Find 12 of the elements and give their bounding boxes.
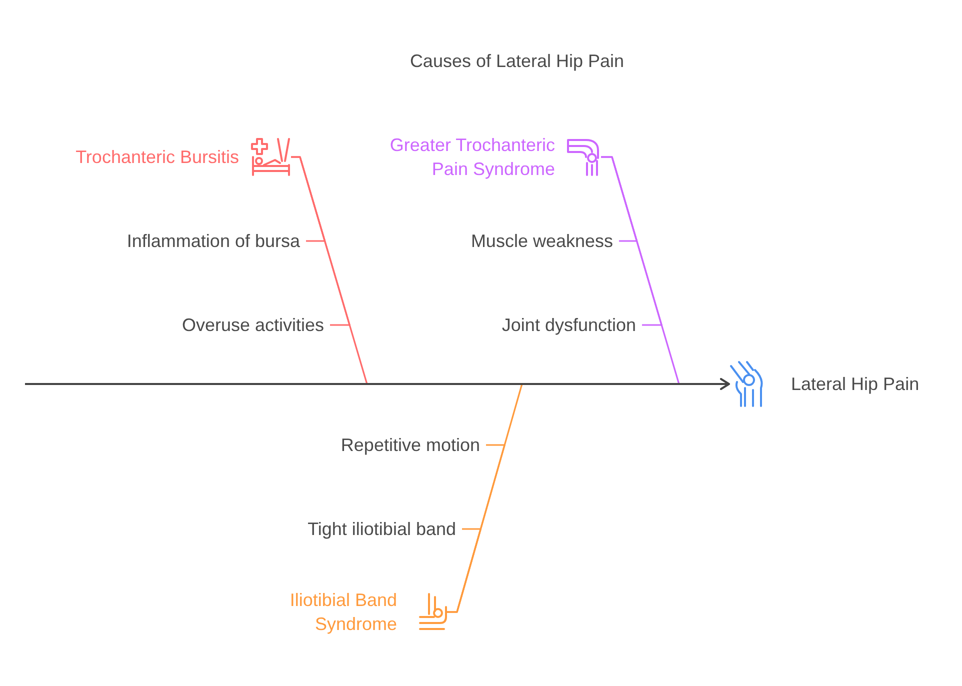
category-label: Greater Trochanteric Pain Syndrome [388, 134, 555, 181]
category-label: Trochanteric Bursitis [76, 146, 239, 169]
cause-label: Tight iliotibial band [308, 517, 462, 541]
cause-label: Joint dysfunction [502, 313, 642, 337]
cause-label: Muscle weakness [470, 229, 619, 253]
diagram-title: Causes of Lateral Hip Pain [410, 50, 624, 73]
effect-label: Lateral Hip Pain [791, 373, 920, 396]
cause-label: Overuse activities [182, 313, 330, 337]
arrow [25, 378, 730, 390]
cause-label: Repetitive motion [340, 433, 486, 457]
cause-label: Inflammation of bursa [126, 229, 306, 253]
category-label: Iliotibial Band Syndrome [288, 589, 397, 636]
